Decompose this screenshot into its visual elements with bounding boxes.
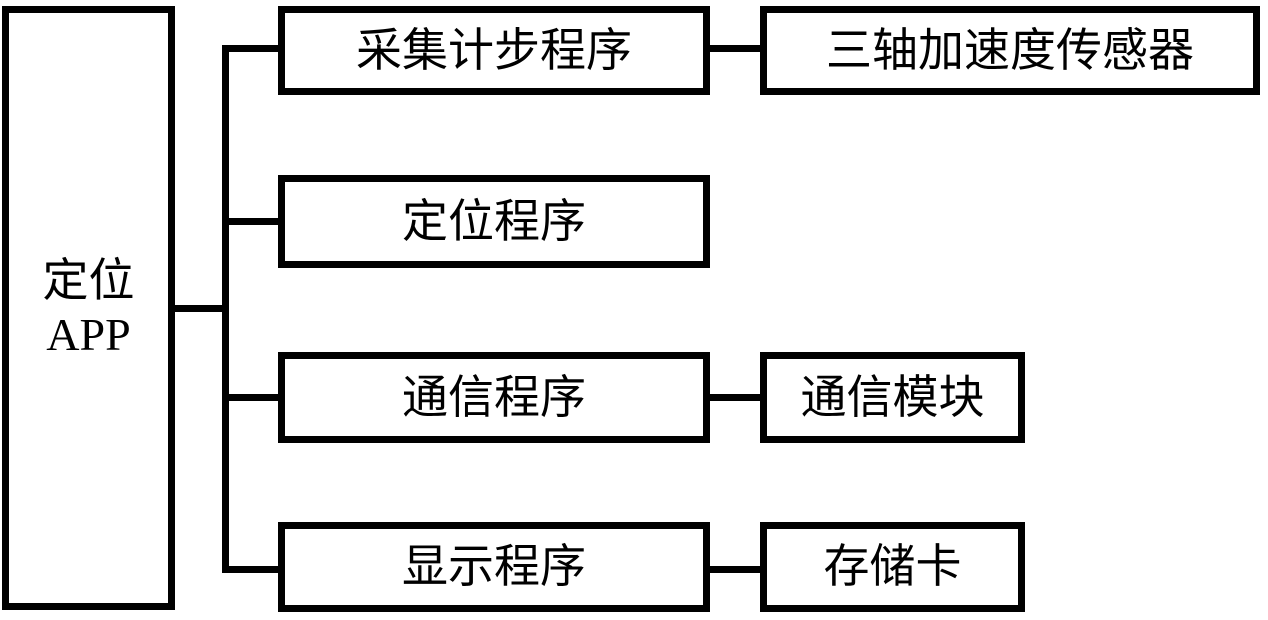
node-device-memory-card[interactable]: 存储卡 — [760, 522, 1025, 612]
node-device-communication-module[interactable]: 通信模块 — [760, 352, 1025, 443]
node-root-positioning-app[interactable]: 定位 APP — [2, 6, 175, 610]
node-program-3-label: 通信程序 — [402, 371, 586, 423]
connector-vertical-trunk — [222, 45, 229, 573]
node-program-communication[interactable]: 通信程序 — [278, 352, 710, 443]
node-device-1-label: 三轴加速度传感器 — [826, 24, 1194, 76]
node-program-1-label: 采集计步程序 — [356, 24, 632, 76]
connector-branch-1-to-device — [708, 45, 762, 52]
node-root-label-line1: 定位 — [42, 255, 135, 307]
node-program-display[interactable]: 显示程序 — [278, 522, 710, 612]
connector-trunk-to-branch-4 — [222, 566, 280, 573]
node-device-3-label: 通信模块 — [800, 371, 985, 423]
node-program-2-label: 定位程序 — [402, 195, 586, 247]
node-program-pedometer-acquisition[interactable]: 采集计步程序 — [278, 6, 710, 95]
connector-trunk-to-branch-1 — [222, 45, 280, 52]
node-program-positioning[interactable]: 定位程序 — [278, 175, 710, 268]
node-device-triaxial-accelerometer[interactable]: 三轴加速度传感器 — [760, 6, 1260, 95]
connector-branch-3-to-device — [708, 394, 762, 401]
connector-root-to-trunk — [175, 305, 229, 312]
node-device-4-label: 存储卡 — [823, 541, 962, 593]
node-program-4-label: 显示程序 — [402, 541, 586, 593]
connector-trunk-to-branch-2 — [222, 218, 280, 225]
connector-branch-4-to-device — [708, 566, 762, 573]
node-root-label-line2: APP — [46, 309, 131, 360]
connector-trunk-to-branch-3 — [222, 394, 280, 401]
